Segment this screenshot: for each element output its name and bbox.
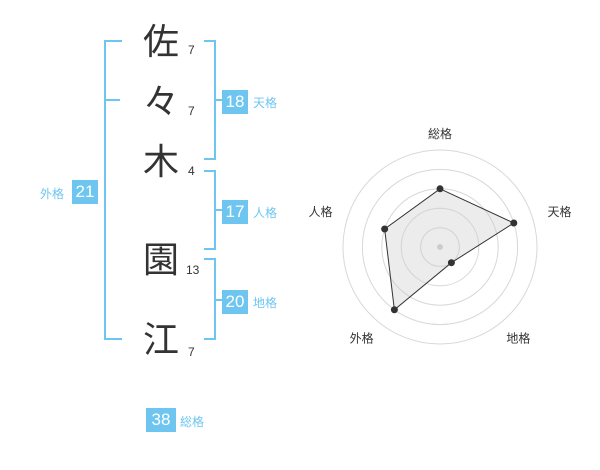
gaikaku-bracket <box>104 40 122 340</box>
radar-value-polygon <box>384 188 515 311</box>
tenkaku-bracket-tick <box>216 99 222 101</box>
radar-axis-label: 外格 <box>350 330 374 345</box>
chikaku-bracket <box>204 258 216 340</box>
gaikaku-score: 21 <box>72 180 98 204</box>
name-char-5: 江 <box>142 320 179 361</box>
stroke-count-5: 7 <box>188 345 195 359</box>
radar-center-dot <box>437 244 443 250</box>
tenkaku-bracket <box>204 40 216 160</box>
radar-grid-ring <box>420 227 460 267</box>
radar-data-point <box>436 185 444 193</box>
soukaku-label: 総格 <box>180 415 205 429</box>
radar-data-point <box>390 306 398 314</box>
radar-grid-ring <box>361 168 519 326</box>
stroke-count-3: 4 <box>188 164 195 178</box>
jinkaku-bracket-tick <box>216 209 222 211</box>
radar-axis-label: 地格 <box>506 330 530 345</box>
gaikaku-label: 外格 <box>40 187 65 201</box>
stroke-count-1: 7 <box>188 43 195 57</box>
name-char-1: 佐 <box>142 22 179 63</box>
chikaku-score: 20 <box>222 290 248 314</box>
jinkaku-score: 17 <box>222 200 248 224</box>
soukaku-score: 38 <box>146 408 176 432</box>
jinkaku-bracket <box>204 170 216 250</box>
jinkaku-label: 人格 <box>253 206 278 220</box>
radar-data-point <box>381 225 389 233</box>
name-char-3: 木 <box>142 142 179 183</box>
tenkaku-label: 天格 <box>253 96 278 110</box>
radar-axis-label: 総格 <box>428 126 452 141</box>
radar-data-point <box>510 219 518 227</box>
name-char-4: 園 <box>142 240 179 281</box>
gaikaku-bracket-tick <box>104 99 120 101</box>
radar-axis-label: 人格 <box>309 204 333 219</box>
chikaku-bracket-tick <box>216 299 222 301</box>
radar-axis-label: 天格 <box>547 204 571 219</box>
radar-grid-ring <box>400 207 480 287</box>
name-char-2: 々 <box>142 82 179 123</box>
radar-data-point <box>447 259 455 267</box>
stroke-count-2: 7 <box>188 104 195 118</box>
stroke-count-4: 13 <box>186 263 200 277</box>
tenkaku-score: 18 <box>222 90 248 114</box>
chikaku-label: 地格 <box>253 296 278 310</box>
